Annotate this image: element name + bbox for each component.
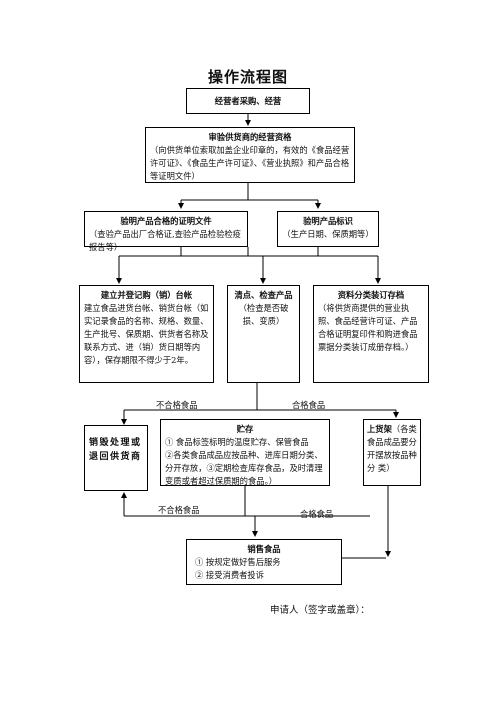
page-title: 操作流程图: [207, 68, 288, 86]
node-inspect-heading: 清点、检查产品: [234, 290, 293, 300]
node-sales-heading: 销售食品: [247, 544, 281, 554]
node-storage-item-2: ②各类食品成品应按品种、进库日期分类、分开存放，③定期检查库存食品，及时清理变质…: [165, 450, 323, 486]
node-purchase-heading: 经营者采购、经营: [214, 96, 282, 106]
node-verify-cert-body: （查验产品出厂合格证,查验产品检验检疫报告等）: [89, 229, 241, 252]
node-verify-label-body: （生产日期、保质期等）: [282, 229, 374, 239]
node-archive-heading: 资料分类装订存档: [337, 290, 405, 300]
node-shelf-heading: 上货架: [367, 424, 392, 434]
node-purchase: 经营者采购、经营: [186, 88, 310, 114]
node-verify-license: 审验供货商的经营资格 （向供货单位索取加盖企业印章的，有效的《食品经营许可证》、…: [145, 127, 355, 183]
node-archive: 资料分类装订存档 （将供货商提供的营业执照、食品经营许可证、产品合格证明复印件和…: [313, 285, 429, 383]
node-storage-item-1: ① 食品标签标明的温度贮存、保管食品: [165, 437, 309, 447]
label-qualified-top: 合格食品: [292, 400, 326, 410]
label-unqualified-bottom: 不合格食品: [158, 505, 200, 515]
label-unqualified-top: 不合格食品: [156, 400, 198, 410]
node-sales: 销售食品 ① 按规定做好售后服务 ② 接受消费者投诉: [186, 539, 342, 585]
label-qualified-bottom: 合格食品: [300, 509, 334, 519]
node-shelf: 上货架（各类食品成品要分开摆放按品种分 类）: [363, 419, 421, 486]
node-ledger-heading: 建立并登记购（销）台帐: [100, 290, 193, 300]
node-archive-body: （将供货商提供的营业执照、食品经营许可证、产品合格证明复印件和购进食品票据分类装…: [318, 303, 418, 352]
node-verify-license-heading: 审验供货商的经营资格: [208, 132, 292, 142]
node-shelf-body: （各类食品成品要分开摆放按品种分 类）: [367, 424, 417, 473]
node-ledger-body: 建立食品进货台帐、销货台帐（如实记录食品的名称、规格、数量、生产批号、保质期、供…: [84, 303, 209, 365]
node-verify-cert: 验明产品合格的证明文件 （查验产品出厂合格证,查验产品检验检疫报告等）: [84, 211, 248, 252]
node-verify-cert-heading: 验明产品合格的证明文件: [120, 216, 212, 226]
node-storage: 贮存 ① 食品标签标明的温度贮存、保管食品 ②各类食品成品应按品种、进库日期分类…: [160, 419, 330, 486]
node-return: 销毁处理或退回供货商: [84, 425, 148, 491]
node-return-heading: 销毁处理或退回供货商: [89, 438, 142, 462]
node-inspect: 清点、检查产品 （检查是否破损、变质）: [227, 285, 300, 383]
node-verify-label-heading: 验明产品标识: [303, 216, 353, 226]
node-ledger: 建立并登记购（销）台帐 建立食品进货台帐、销货台帐（如实记录食品的名称、规格、数…: [79, 285, 214, 383]
node-verify-license-body: （向供货单位索取加盖企业印章的，有效的《食品经营许可证》、《食品生产许可证》、《…: [150, 145, 350, 181]
node-sales-item-2: ② 接受消费者投诉: [195, 570, 265, 580]
node-sales-item-1: ① 按规定做好售后服务: [195, 557, 281, 567]
node-inspect-body: （检查是否破损、变质）: [238, 303, 289, 326]
node-storage-heading: 贮存: [236, 424, 254, 434]
node-verify-label: 验明产品标识 （生产日期、保质期等）: [277, 211, 379, 247]
signature-line: 申请人（签字或盖章）：: [270, 605, 370, 616]
